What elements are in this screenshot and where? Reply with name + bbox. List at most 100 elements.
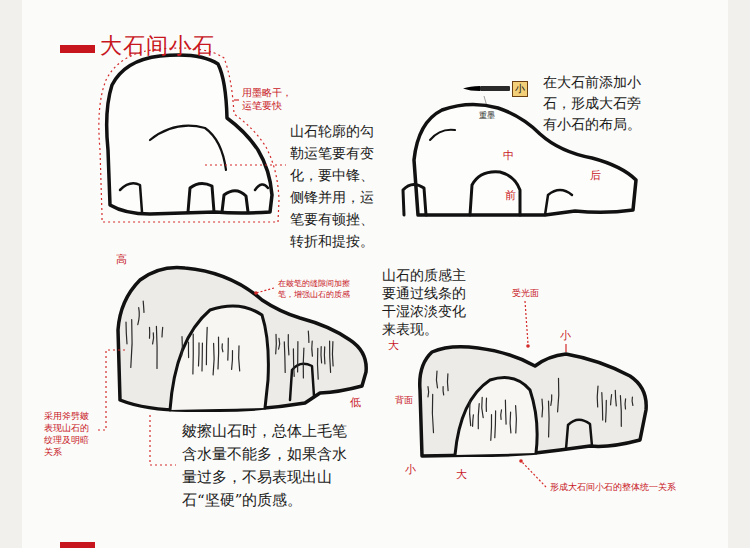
leader-line — [565, 344, 566, 352]
texture-stroke — [161, 327, 163, 337]
texture-stroke — [181, 337, 183, 356]
texture-stroke — [330, 341, 331, 372]
texture-stroke — [548, 401, 550, 437]
texture-stroke — [188, 342, 189, 358]
texture-stroke — [631, 397, 633, 406]
texture-stroke — [275, 334, 277, 353]
texture-stroke — [615, 390, 616, 406]
rock-outline — [107, 55, 272, 214]
texture-stroke — [221, 344, 223, 352]
rock-ledge — [150, 126, 226, 170]
texture-stroke — [138, 308, 139, 325]
body-note: 山石轮廓的勾勒运笔要有变化，要中锋、侧锋并用，运笔要有顿挫、转折和提按。 — [290, 120, 377, 252]
texture-stroke — [227, 338, 229, 360]
texture-stroke — [231, 351, 233, 370]
texture-stroke — [490, 415, 492, 441]
texture-stroke — [206, 327, 208, 364]
small-rock — [403, 184, 426, 215]
size-label: 大 — [388, 340, 399, 352]
size-label: 小 — [405, 464, 416, 476]
texture-stroke — [510, 412, 512, 433]
texture-stroke — [486, 398, 487, 411]
body-note: 皴擦山石时，总体上毛笔含水量不能多，如果含水量过多，不易表现出山石“坚硬”的质感… — [182, 420, 350, 512]
texture-stroke — [324, 347, 326, 364]
paper-panel — [22, 0, 728, 548]
texture-stroke — [201, 343, 203, 371]
texture-stroke — [427, 387, 429, 397]
texture-stroke — [192, 334, 194, 374]
box-text: 小 — [515, 82, 525, 96]
rock-ledge — [120, 183, 142, 212]
texture-stroke — [500, 410, 502, 420]
texture-stroke — [432, 394, 433, 432]
texture-stroke — [308, 331, 310, 342]
texture-stroke — [288, 335, 290, 355]
texture-stroke — [239, 346, 240, 371]
texture-stroke — [131, 320, 132, 368]
leader-line — [205, 164, 286, 165]
brush-tip — [463, 86, 480, 91]
leader-dot — [519, 459, 523, 463]
texture-stroke — [515, 406, 517, 433]
texture-stroke — [624, 399, 626, 409]
rock-outline — [118, 268, 366, 411]
rock-outline — [420, 347, 646, 456]
rock-ledge — [545, 190, 572, 215]
texture-stroke — [279, 338, 280, 349]
position-label: 后 — [590, 170, 601, 182]
position-label: 中 — [503, 150, 514, 162]
texture-stroke — [311, 341, 313, 356]
callout-note: 采用斧劈皴表现山石的纹理及明暗关系 — [44, 410, 92, 458]
texture-stroke — [317, 348, 319, 379]
texture-stroke — [447, 374, 449, 391]
leader-line — [234, 99, 239, 100]
next-title-bar — [60, 542, 95, 548]
leader-line — [522, 462, 546, 487]
texture-stroke — [494, 411, 496, 438]
dotted-outline — [99, 48, 279, 222]
texture-stroke — [293, 349, 295, 377]
leader-dot — [254, 291, 258, 295]
texture-stroke — [478, 404, 479, 429]
front-rock — [455, 378, 537, 455]
body-note: 在大石前添加小石，形成大石旁有小石的布局。 — [543, 72, 644, 135]
leader-line — [256, 288, 274, 293]
size-label: 小 — [560, 330, 571, 342]
small-rock — [222, 191, 248, 212]
callout-note: 在皴笔的缝隙间加擦笔，增强山石的质感 — [278, 278, 353, 300]
texture-stroke — [213, 343, 214, 375]
texture-stroke — [620, 396, 622, 427]
front-rock — [470, 172, 520, 215]
brush-handle — [480, 86, 510, 91]
height-label: 低 — [350, 397, 361, 409]
rock-ledge — [430, 130, 455, 140]
texture-stroke — [470, 401, 471, 425]
texture-stroke — [198, 343, 200, 366]
position-label: 前 — [505, 190, 516, 202]
texture-stroke — [126, 322, 127, 344]
texture-stroke — [297, 342, 298, 372]
leader-line — [96, 350, 125, 430]
brush-size-box: 小 — [512, 81, 528, 97]
texture-stroke — [156, 326, 158, 368]
body-note: 山石的质感主要通过线条的干湿浓淡变化来表现。 — [382, 266, 469, 338]
leader-dot — [526, 344, 530, 348]
texture-stroke — [550, 395, 552, 406]
texture-stroke — [472, 415, 474, 427]
light-label: 受光面 — [512, 288, 539, 299]
texture-stroke — [143, 301, 145, 312]
texture-stroke — [153, 333, 154, 344]
brush-label: 重墨 — [479, 111, 495, 121]
size-label: 大 — [456, 469, 467, 481]
height-label: 高 — [116, 254, 127, 266]
texture-stroke — [611, 395, 612, 405]
leader-line — [150, 415, 176, 465]
texture-stroke — [558, 378, 559, 412]
texture-stroke — [601, 393, 603, 421]
front-rock — [170, 306, 268, 410]
rock-ledge — [255, 184, 268, 190]
callout-note: 用墨略干，运笔要快 — [242, 86, 295, 112]
texture-stroke — [217, 337, 219, 369]
texture-stroke — [442, 387, 444, 396]
